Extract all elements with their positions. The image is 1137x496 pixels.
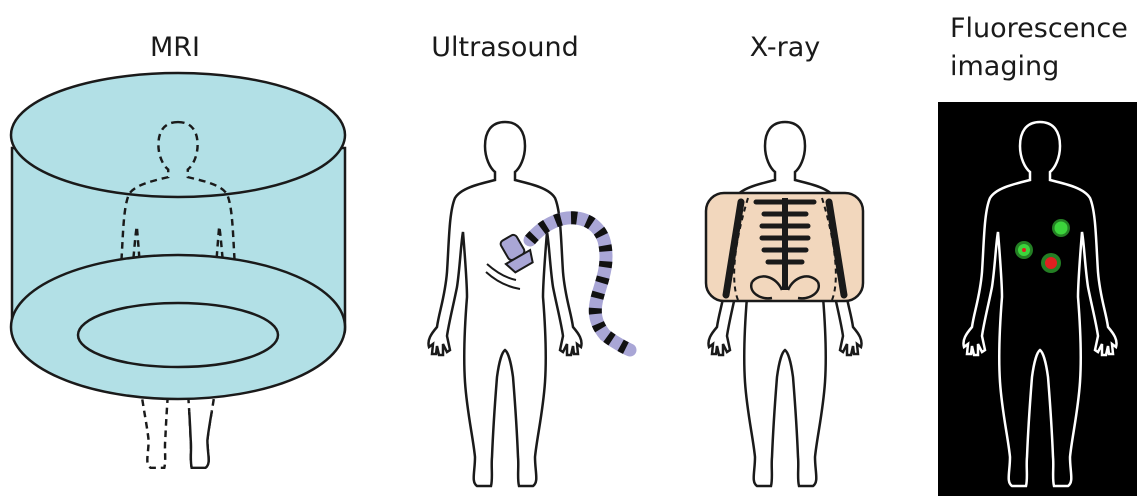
fluorescence-spot-3 [1041, 253, 1061, 273]
mri-bore-top [11, 73, 345, 197]
mri-ring-inner [78, 303, 278, 367]
xray-panel [706, 122, 863, 486]
xray-body [708, 122, 861, 486]
fluorescence-background [938, 102, 1137, 496]
fluorescence-spot-2 [1052, 219, 1070, 237]
ultrasound-panel [428, 122, 630, 486]
mri-panel [11, 73, 345, 468]
fluorescence-panel [938, 102, 1137, 496]
fluorescence-spot-1 [1015, 241, 1033, 259]
ultrasound-body [428, 122, 581, 486]
